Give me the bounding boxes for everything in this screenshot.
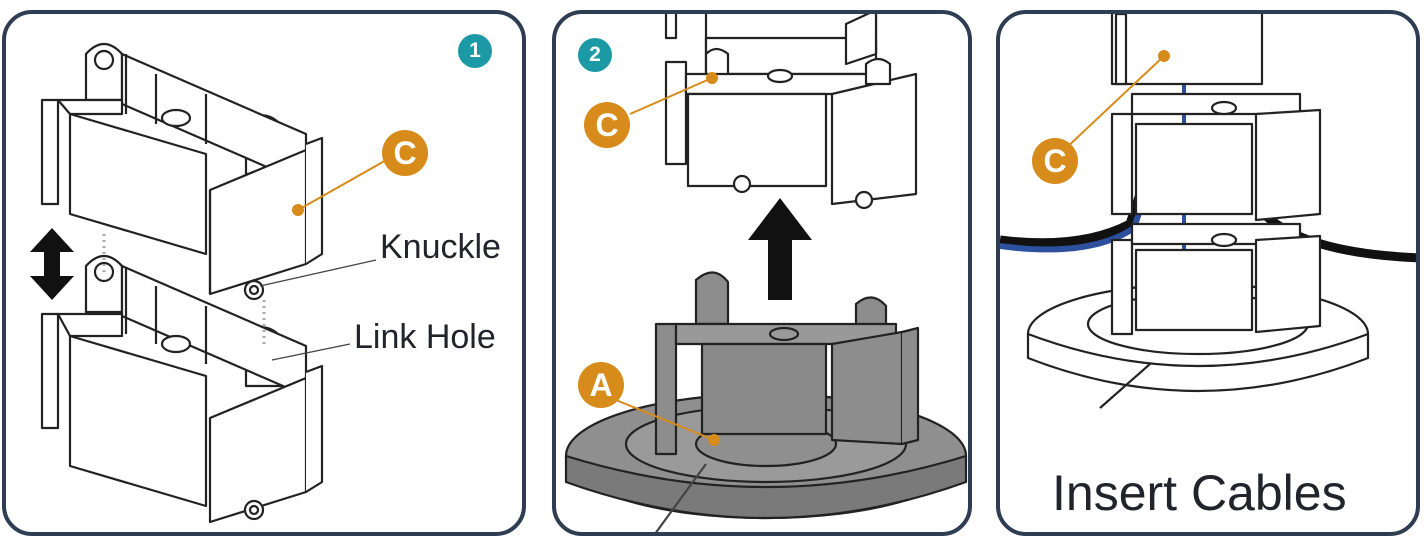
step-number-badge: 1 <box>458 34 492 68</box>
stacked-brackets <box>664 14 918 210</box>
callout-c: C <box>382 130 428 176</box>
bracket-illustration-1 <box>30 42 405 524</box>
upper-bracket <box>40 42 324 301</box>
stacked-column <box>1110 14 1322 336</box>
lower-bracket <box>40 254 324 524</box>
black-cable <box>1000 192 1145 248</box>
insert-cables-caption: Insert Cables <box>1052 465 1347 521</box>
link-hole-label: Link Hole <box>354 318 496 356</box>
bracket-illustration-3 <box>1000 14 1416 409</box>
knuckle-label: Knuckle <box>380 228 501 266</box>
callout-c: C <box>1032 138 1078 184</box>
callout-a: A <box>578 362 624 408</box>
panel-insert-cables: C Insert Cables <box>996 10 1420 536</box>
callout-c: C <box>584 102 630 148</box>
blue-cable <box>1000 197 1147 253</box>
up-arrow-icon <box>748 198 812 300</box>
double-arrow-icon <box>30 228 74 300</box>
panel-step-1: 1 C Knuckle Link Hole <box>2 10 526 536</box>
base-unit <box>564 271 968 532</box>
step-number-badge: 2 <box>578 38 612 72</box>
bracket-illustration-2 <box>564 14 968 532</box>
panel-step-2: 2 C A <box>552 10 972 536</box>
